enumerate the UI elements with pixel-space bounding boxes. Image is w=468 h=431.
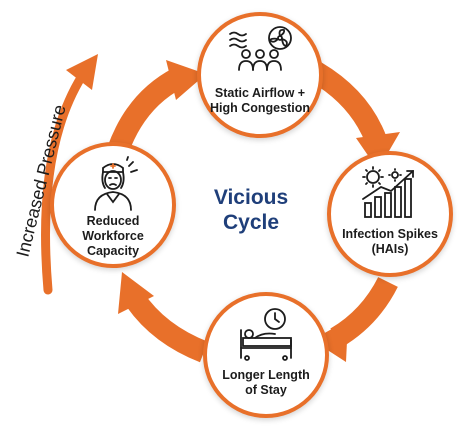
arrowhead-left-to-top xyxy=(166,60,206,100)
node-reduced-workforce-label: Reduced Workforce Capacity xyxy=(62,214,164,259)
hospital-bed-clock-icon xyxy=(235,306,297,367)
center-title-line2: Cycle xyxy=(222,211,280,234)
center-title-line1: Vicious xyxy=(213,186,289,209)
infection-chart-icon xyxy=(357,165,423,226)
node-reduced-workforce: Reduced Workforce Capacity xyxy=(50,142,176,268)
arrowhead-right-to-bottom xyxy=(312,320,348,362)
arrow-bottom-to-left xyxy=(124,291,209,363)
increased-pressure-arrow xyxy=(41,71,87,295)
node-longer-stay-line1: Longer Length xyxy=(222,368,310,382)
node-longer-stay-line2: of Stay xyxy=(245,383,287,397)
crowd-airflow-icon xyxy=(226,26,294,81)
arrow-top-to-right xyxy=(310,62,387,145)
arrow-left-to-top xyxy=(107,68,184,154)
node-infection-spikes: Infection Spikes (HAIs) xyxy=(327,151,453,277)
node-longer-stay-label: Longer Length of Stay xyxy=(215,368,317,398)
node-infection-spikes-line2: (HAIs) xyxy=(371,242,409,256)
node-static-airflow-line2: High Congestion xyxy=(210,101,310,115)
stressed-nurse-icon xyxy=(85,156,141,217)
increased-pressure-arrowhead xyxy=(66,54,98,90)
node-reduced-workforce-line2: Workforce xyxy=(82,229,144,243)
node-infection-spikes-line1: Infection Spikes xyxy=(342,227,438,241)
node-static-airflow-line1: Static Airflow + xyxy=(214,86,306,100)
center-title: Vicious Cycle xyxy=(181,185,321,235)
node-reduced-workforce-line3: Capacity xyxy=(86,244,140,258)
node-longer-stay: Longer Length of Stay xyxy=(203,292,329,418)
node-infection-spikes-label: Infection Spikes (HAIs) xyxy=(339,227,441,257)
node-static-airflow: Static Airflow + High Congestion xyxy=(197,12,323,138)
node-static-airflow-label: Static Airflow + High Congestion xyxy=(209,86,311,116)
arrowhead-bottom-to-left xyxy=(118,272,154,314)
node-reduced-workforce-line1: Reduced xyxy=(86,214,140,228)
